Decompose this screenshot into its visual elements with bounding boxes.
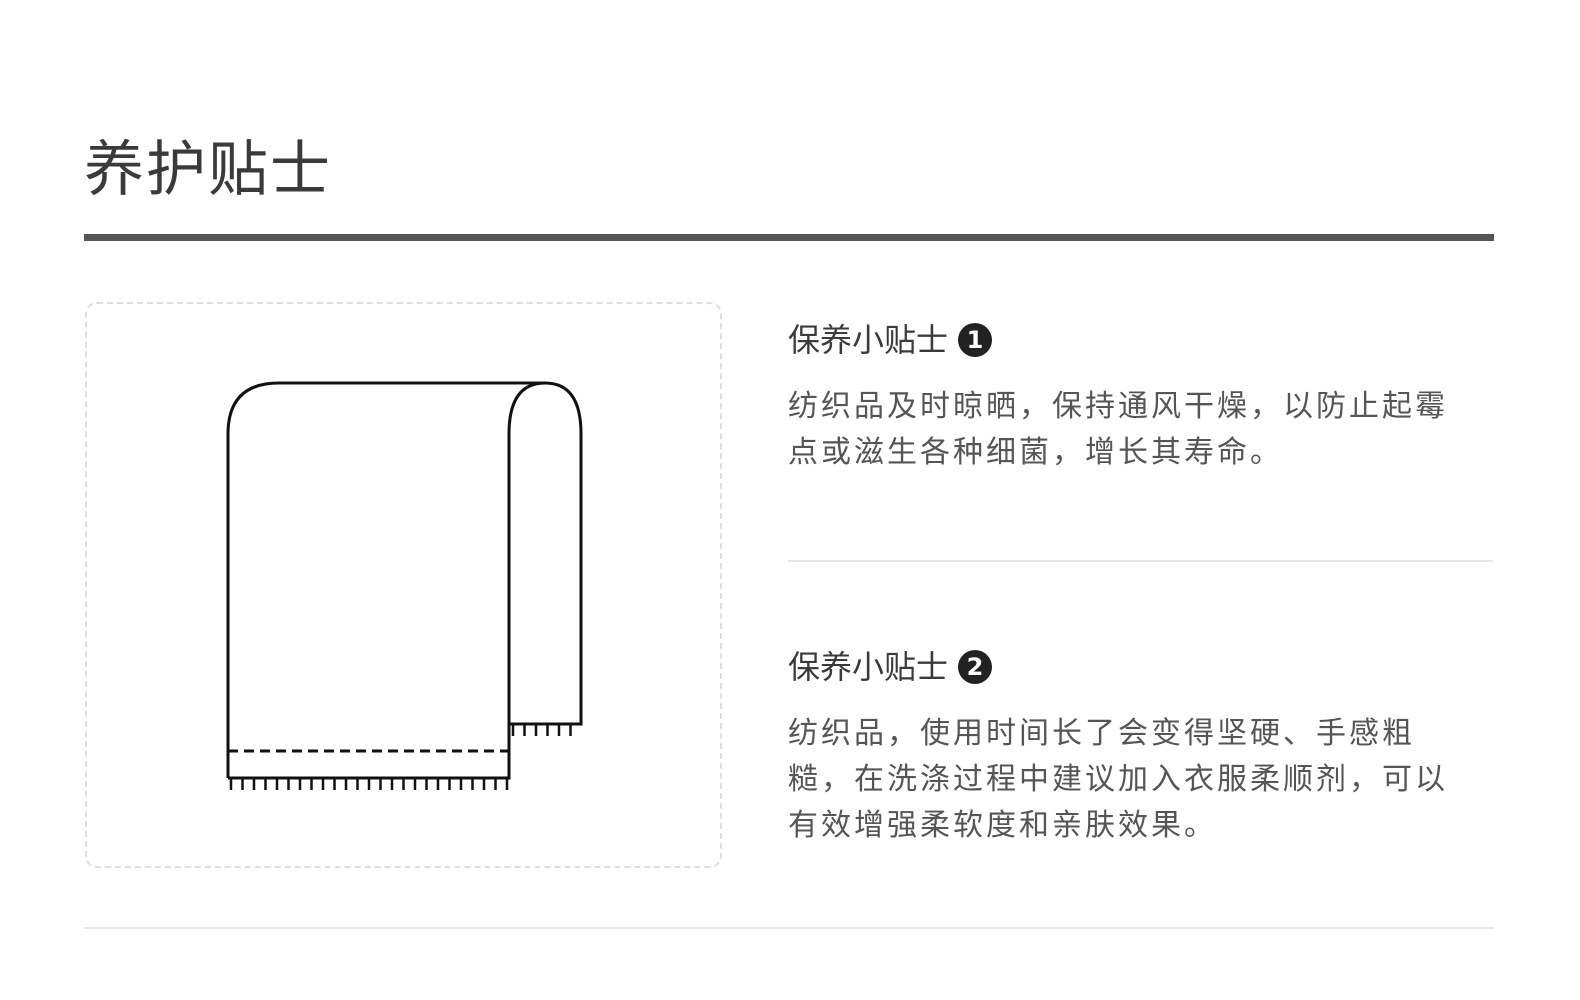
tip-heading: 保养小贴士 2 [788,645,1488,689]
care-tip-1: 保养小贴士 1 纺织品及时晾晒，保持通风干燥，以防止起霉点或滋生各种细菌，增长其… [788,318,1488,476]
folded-towel-icon [226,381,583,790]
care-tip-2: 保养小贴士 2 纺织品，使用时间长了会变得坚硬、手感粗糙，在洗涤过程中建议加入衣… [788,645,1488,849]
tip-divider [788,560,1493,562]
tip-heading: 保养小贴士 1 [788,318,1488,362]
tip-heading-label: 保养小贴士 [788,648,949,686]
tip-text: 纺织品，使用时间长了会变得坚硬、手感粗糙，在洗涤过程中建议加入衣服柔顺剂，可以有… [788,716,1448,843]
tip-heading-label: 保养小贴士 [788,321,949,359]
tip-text: 纺织品及时晾晒，保持通风干燥，以防止起霉点或滋生各种细菌，增长其寿命。 [788,389,1448,470]
tip-number-badge: 2 [958,650,993,684]
page-title: 养护贴士 [84,135,332,205]
illustration-panel [85,302,722,868]
title-underline [84,234,1494,241]
section-bottom-divider [84,927,1494,929]
tip-number-badge: 1 [958,323,993,357]
